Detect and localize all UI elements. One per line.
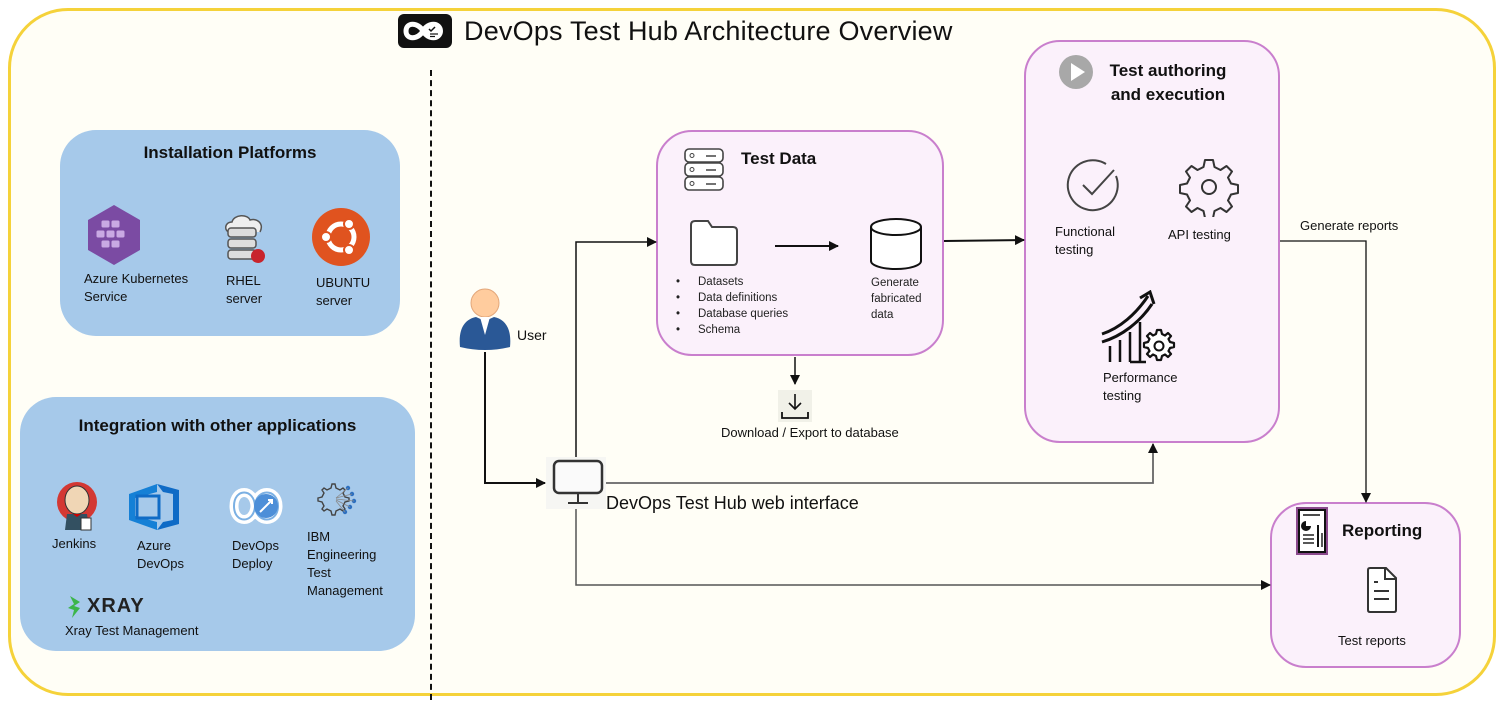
reporting-heading: Reporting [1342,521,1423,540]
test-authoring-panel [1024,40,1280,443]
download-export-label: Download / Export to database [721,425,899,440]
report-document-icon [1296,507,1328,560]
functional-testing-check-icon [1066,158,1126,219]
test-data-heading: Test Data [741,149,817,168]
cylinder-database-icon [868,217,924,276]
aks-label: Azure Kubernetes Service [84,270,188,306]
play-icon [1058,54,1094,95]
input-item: Schema [674,322,788,338]
ubuntu-label-line1: UBUNTU [316,275,371,290]
performance-testing-label: Performance testing [1103,369,1177,405]
output-line1: Generate [871,277,919,289]
jenkins-icon [55,480,99,537]
generate-fabricated-data-label: Generate fabricated data [871,275,922,323]
integrations-heading: Integration with other applications [78,416,357,435]
azure-devops-label: Azure DevOps [137,537,184,573]
input-item: Data definitions [674,290,788,306]
api-testing-gear-icon [1178,157,1240,222]
ubuntu-icon [311,207,371,272]
aks-label-line2: Service [84,289,128,304]
ibm-etm-label-line2: Engineering [307,547,377,562]
test-data-input-list: Datasets Data definitions Database queri… [674,274,788,338]
test-report-file-icon [1365,566,1399,619]
devops-deploy-label-line1: DevOps [232,538,279,553]
ibm-etm-icon [312,480,358,525]
devops-deploy-label: DevOps Deploy [232,537,279,573]
download-icon[interactable] [778,390,812,422]
web-interface-monitor-icon[interactable] [546,457,606,509]
diagram-title: DevOps Test Hub Architecture Overview [398,14,953,48]
ibm-etm-label-line4: Management [307,583,383,598]
aks-label-line1: Azure Kubernetes [84,271,189,286]
performance-line1: Performance [1103,370,1178,385]
functional-line1: Functional [1055,224,1115,239]
xray-label: Xray Test Management [65,623,199,638]
azure-devops-label-line2: DevOps [137,556,184,571]
rhel-server-icon [222,214,270,271]
azure-devops-icon [127,482,181,537]
xray-bolt-icon [68,595,80,618]
api-testing-label: API testing [1168,227,1231,242]
input-item: Database queries [674,306,788,322]
installation-platforms-heading: Installation Platforms [143,143,317,162]
heading-line2: and execution [1110,85,1226,104]
ibm-etm-label-line1: IBM [307,529,331,544]
devops-test-hub-logo-icon [398,14,452,48]
test-reports-label: Test reports [1338,633,1406,648]
output-line3: data [871,309,894,321]
performance-testing-icon [1100,289,1178,369]
performance-line2: testing [1103,388,1142,403]
generate-reports-label: Generate reports [1300,218,1399,233]
azure-devops-label-line1: Azure [137,538,171,553]
web-interface-label[interactable]: DevOps Test Hub web interface [606,493,859,513]
functional-testing-label: Functional testing [1055,223,1115,259]
xray-logo-text: XRAY [87,595,145,617]
rhel-label-line2: server [226,291,263,306]
database-server-icon [682,146,726,199]
user-label: User [517,327,547,343]
devops-deploy-label-line2: Deploy [232,556,273,571]
rhel-label: RHEL server [226,272,262,308]
folder-icon [688,219,740,272]
ubuntu-label: UBUNTU server [316,274,370,310]
rhel-label-line1: RHEL [226,273,261,288]
devops-deploy-icon [220,482,290,535]
section-divider [430,70,432,700]
page-title: DevOps Test Hub Architecture Overview [464,15,953,46]
test-authoring-heading: Test authoring and execution [1102,59,1234,107]
ibm-etm-label-line3: Test [307,565,331,580]
jenkins-label: Jenkins [52,536,97,551]
user-icon [458,287,514,358]
input-item: Datasets [674,274,788,290]
heading-line1: Test authoring [1109,61,1227,80]
functional-line2: testing [1055,242,1094,257]
xray-logo: XRAY [66,595,145,618]
ubuntu-label-line2: server [316,293,353,308]
azure-kubernetes-icon [88,205,140,270]
ibm-etm-label: IBM Engineering Test Management [307,528,383,600]
output-line2: fabricated [871,293,922,305]
integrations-panel: Integration with other applications [20,397,415,651]
